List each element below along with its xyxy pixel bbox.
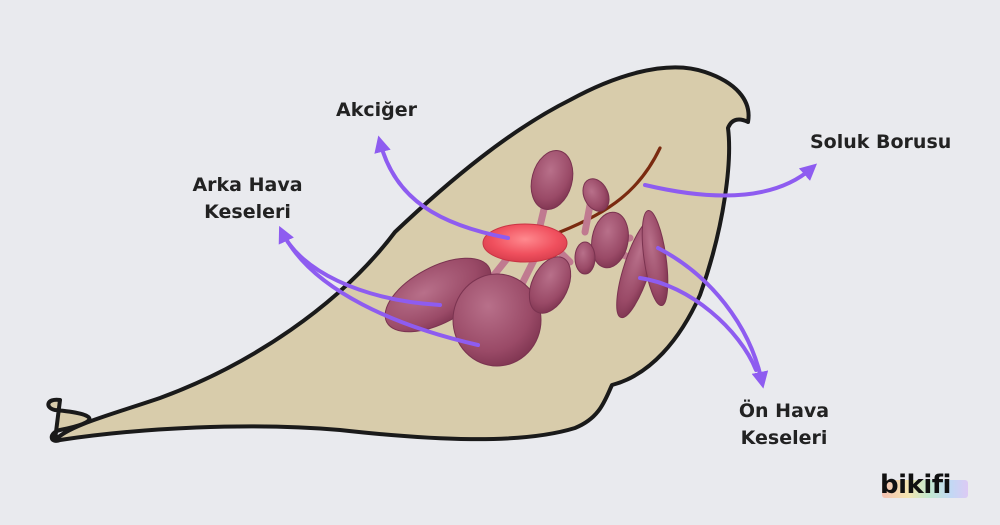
lung-shape [482, 223, 568, 263]
posterior-sac-mid [574, 241, 596, 275]
posterior-sac-small [528, 256, 572, 314]
brand-underline [882, 480, 968, 498]
lung-arrow [374, 135, 510, 240]
label-trachea: Soluk Borusu [810, 131, 952, 153]
posterior-sac-main [452, 273, 542, 367]
anterior-arrow-lower [638, 276, 758, 372]
posterior-sac-left [384, 257, 492, 333]
anterior-sac-mid [591, 211, 629, 269]
label-anterior-air-sacs: Ön Hava Keseleri [728, 398, 840, 452]
trachea-arrow [643, 163, 818, 198]
pointer-arrows [278, 135, 818, 389]
trachea-tube [558, 146, 662, 234]
label-posterior-line1: Arka Hava [192, 174, 303, 196]
brand-logo: bikifi [880, 470, 951, 500]
posterior-arrow-lower [288, 243, 480, 347]
anterior-sac-small [582, 178, 610, 212]
label-anterior-line2: Keseleri [740, 427, 828, 449]
label-posterior-line2: Keseleri [204, 201, 291, 223]
bird-body [46, 65, 751, 443]
anterior-arrow-upper [656, 246, 769, 389]
label-anterior-line1: Ön Hava [738, 400, 830, 422]
label-posterior-air-sacs: Arka Hava Keseleri [180, 172, 315, 226]
anterior-sac-top [530, 150, 574, 210]
label-lung: Akciğer [336, 99, 417, 121]
